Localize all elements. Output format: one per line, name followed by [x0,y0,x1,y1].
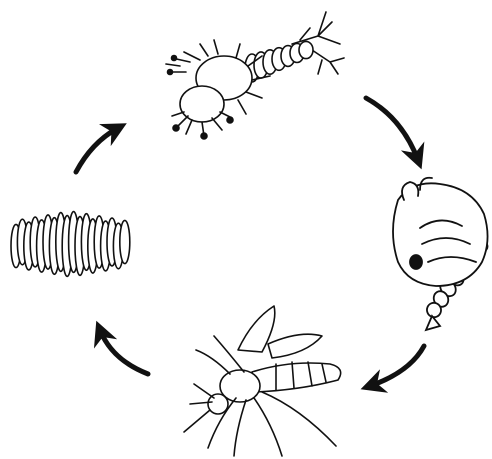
arrow-larva-to-pupa [366,98,418,160]
mosquito-icon [184,306,341,456]
arrow-adult-to-egg [100,330,148,374]
egg-raft-icon [11,212,130,277]
arrow-egg-to-larva [76,128,118,172]
pupa-icon [393,178,490,330]
larva-icon [166,12,344,139]
arrow-pupa-to-adult [370,346,424,386]
egg [120,220,130,263]
larva-segment [299,41,313,58]
